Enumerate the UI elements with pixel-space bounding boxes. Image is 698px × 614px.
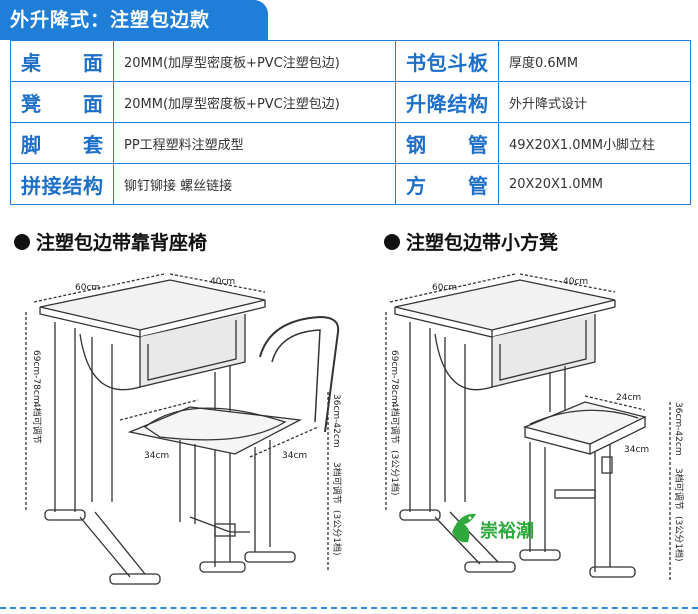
desk-height-label: 69cm-78cm bbox=[389, 350, 399, 404]
seat-width-label: 34cm bbox=[144, 451, 169, 461]
spec-label: 方管 bbox=[395, 163, 499, 205]
footer-divider bbox=[0, 607, 698, 609]
desk-stool-drawing: 60cm 40cm 69cm-78cm 4档可调节 (3公分1档) 24cm 3… bbox=[385, 273, 685, 582]
stool-depth-label: 34cm bbox=[624, 445, 649, 455]
spec-value: 20X20X1.0MM bbox=[498, 163, 691, 205]
spec-table: 桌面 20MM(加厚型密度板+PVC注塑包边) 书包斗板 厚度0.6MM 凳面 … bbox=[10, 40, 691, 205]
spec-row: 脚套 PP工程塑料注塑成型 钢管 49X20X1.0MM小脚立柱 bbox=[10, 122, 691, 164]
brand-logo: 崇裕潮 bbox=[452, 513, 534, 543]
left-section-title-text: 注塑包边带靠背座椅 bbox=[36, 232, 208, 254]
seat-adjust-note: (3公分1档) bbox=[331, 510, 343, 555]
brand-logo-text: 崇裕潮 bbox=[480, 520, 534, 542]
stool-adjust-label: 3档可调节 bbox=[673, 468, 685, 510]
desk-adjust-label: 4档可调节 bbox=[389, 402, 401, 444]
spec-label: 书包斗板 bbox=[395, 40, 499, 82]
right-section-title-text: 注塑包边带小方凳 bbox=[406, 232, 559, 254]
seat-height-label: 36cm-42cm bbox=[331, 394, 341, 448]
spec-value: 外升降式设计 bbox=[498, 81, 691, 123]
spec-label: 桌面 bbox=[10, 40, 114, 82]
desk-height-label: 69cm-78cm bbox=[31, 350, 41, 404]
bullet-icon bbox=[14, 233, 30, 250]
desk-adjust-note: (3公分1档) bbox=[389, 450, 401, 495]
desk-depth-label: 40cm bbox=[210, 277, 235, 287]
spec-label: 凳面 bbox=[10, 81, 114, 123]
seat-adjust-label: 3档可调节 bbox=[331, 462, 343, 504]
stool-width-label: 24cm bbox=[616, 393, 641, 403]
spec-row: 凳面 20MM(加厚型密度板+PVC注塑包边) 升降结构 外升降式设计 bbox=[10, 81, 691, 123]
desk-width-label: 60cm bbox=[432, 283, 457, 293]
right-section-title: 注塑包边带小方凳 bbox=[384, 228, 558, 255]
left-section-title: 注塑包边带靠背座椅 bbox=[14, 228, 207, 255]
spec-label: 升降结构 bbox=[395, 81, 499, 123]
stool-height-label: 36cm-42cm bbox=[673, 402, 683, 456]
bullet-icon bbox=[384, 233, 400, 250]
spec-value: 20MM(加厚型密度板+PVC注塑包边) bbox=[113, 40, 396, 82]
spec-value: 20MM(加厚型密度板+PVC注塑包边) bbox=[113, 81, 396, 123]
spec-label: 脚套 bbox=[10, 122, 114, 164]
desk-chair-drawing: 60cm 40cm 69cm-78cm 4档可调节 34cm 34cm 36cm… bbox=[25, 273, 343, 585]
spec-label: 拼接结构 bbox=[10, 163, 114, 205]
spec-label: 钢管 bbox=[395, 122, 499, 164]
stool-adjust-note: (3公分1档) bbox=[673, 516, 685, 561]
spec-row: 桌面 20MM(加厚型密度板+PVC注塑包边) 书包斗板 厚度0.6MM bbox=[10, 40, 691, 82]
leaf-bird-icon bbox=[452, 513, 476, 543]
desk-width-label: 60cm bbox=[75, 283, 100, 293]
spec-value: 铆钉铆接 螺丝链接 bbox=[113, 163, 396, 205]
spec-value: PP工程塑料注塑成型 bbox=[113, 122, 396, 164]
spec-row: 拼接结构 铆钉铆接 螺丝链接 方管 20X20X1.0MM bbox=[10, 163, 691, 205]
desk-depth-label: 40cm bbox=[563, 277, 588, 287]
header-title: 外升降式：注塑包边款 bbox=[0, 0, 268, 40]
spec-value: 厚度0.6MM bbox=[498, 40, 691, 82]
seat-depth-label: 34cm bbox=[282, 451, 307, 461]
spec-value: 49X20X1.0MM小脚立柱 bbox=[498, 122, 691, 164]
desk-adjust-label: 4档可调节 bbox=[31, 402, 43, 444]
